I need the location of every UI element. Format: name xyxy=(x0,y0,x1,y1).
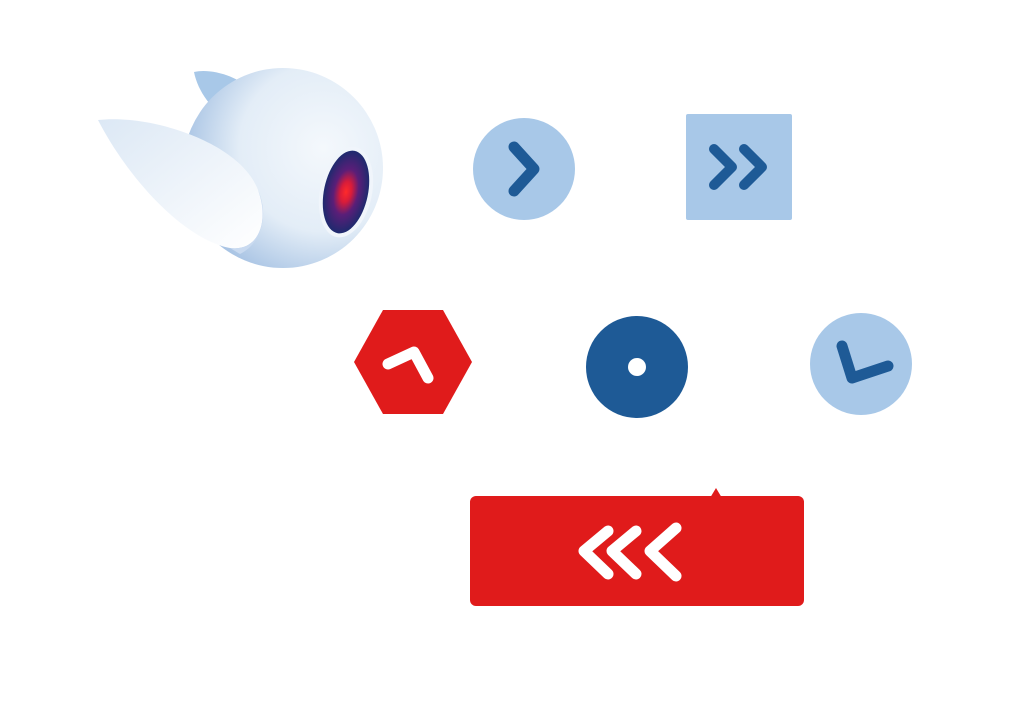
circle-chevron-right-tile[interactable] xyxy=(472,117,576,221)
double-chevron-right-icon xyxy=(709,144,767,190)
bar-triple-chevron-tile[interactable] xyxy=(466,486,808,612)
hexagon-chevron-tile[interactable] xyxy=(352,308,474,416)
dot-icon xyxy=(628,358,646,376)
chevron-right-icon xyxy=(508,141,540,197)
chevron-down-left-icon xyxy=(836,340,894,384)
circle-chevron-down-tile[interactable] xyxy=(808,312,914,416)
circle-dot-tile[interactable] xyxy=(584,314,690,420)
triple-chevron-left-icon xyxy=(578,522,682,582)
robot-eye-icon[interactable] xyxy=(90,62,390,274)
chevron-up-left-icon xyxy=(382,346,434,384)
square-double-chevron-tile[interactable] xyxy=(686,114,792,220)
